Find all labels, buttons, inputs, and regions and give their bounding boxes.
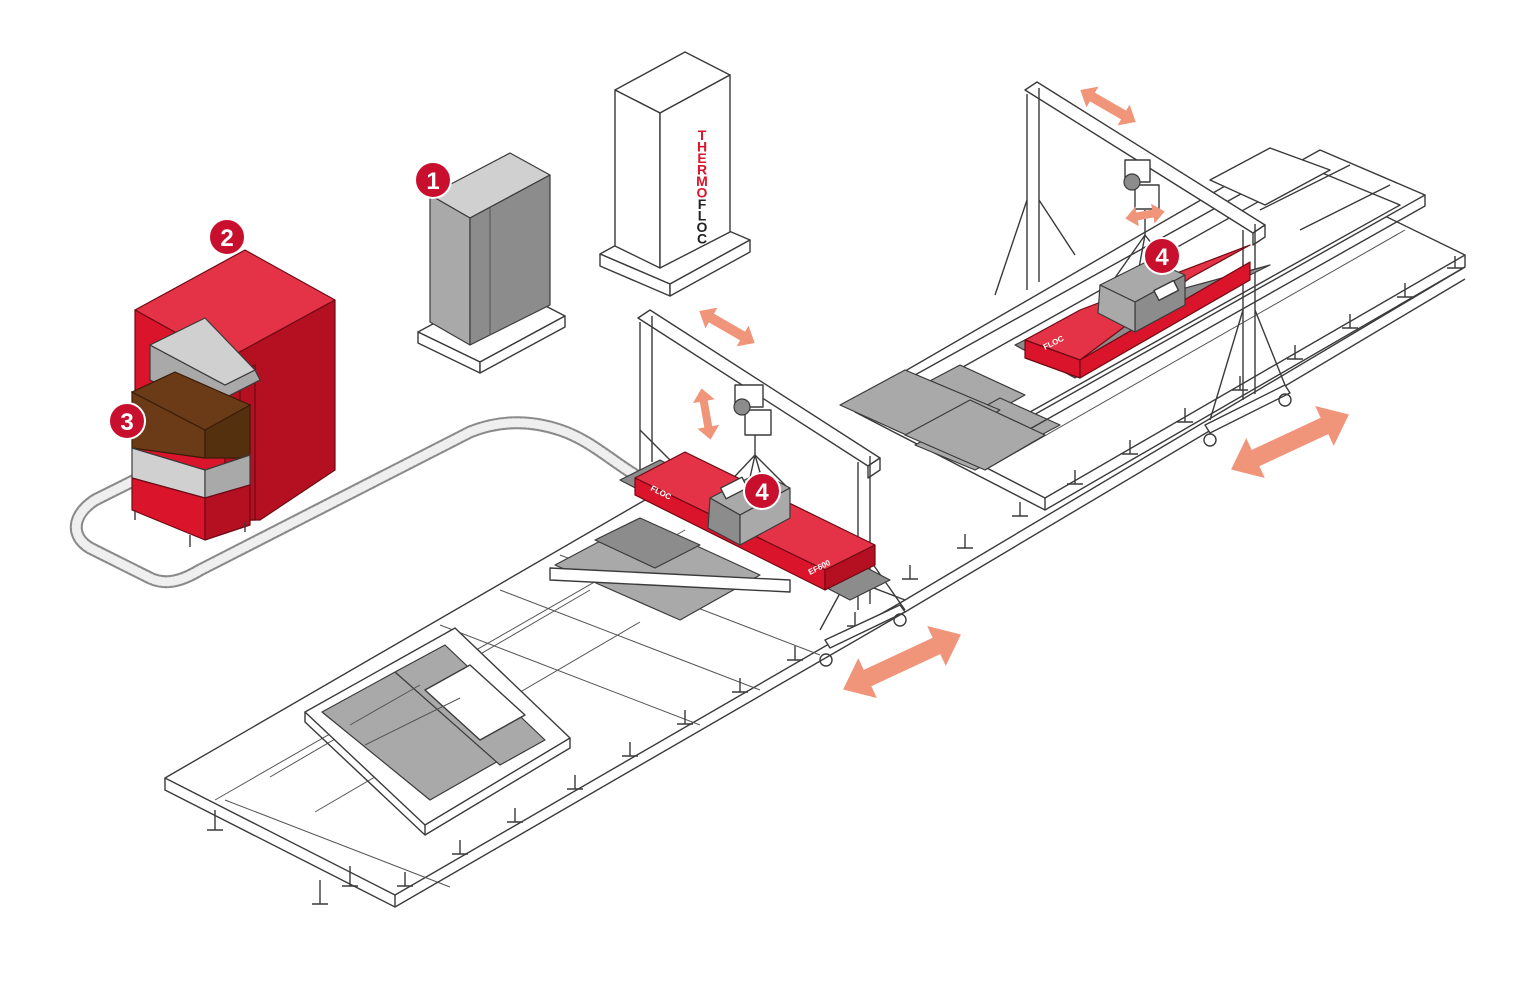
arrow-front-hoist xyxy=(692,388,720,440)
wall-element-left xyxy=(304,369,1046,836)
marker-label: 1 xyxy=(426,168,439,195)
control-cabinet xyxy=(417,152,566,374)
brand-letter: T xyxy=(698,127,707,143)
support-feet-right xyxy=(902,256,1463,580)
brand-letter: R xyxy=(697,162,707,178)
gantry-crane-back xyxy=(994,81,1292,447)
brand-letter: E xyxy=(697,150,706,166)
marker-label: 2 xyxy=(220,225,233,252)
brand-letter: O xyxy=(697,185,708,201)
support-feet xyxy=(207,612,863,905)
brand-letter: M xyxy=(696,173,708,189)
marker-2: 2 xyxy=(208,218,246,256)
marker-4-front: 4 xyxy=(743,472,781,510)
arrow-back-hoist xyxy=(1125,203,1165,227)
arrow-front-beam xyxy=(699,307,755,347)
arrow-back-travel xyxy=(1231,406,1349,478)
machine-label: EF xyxy=(1229,258,1242,271)
brand-letter: O xyxy=(697,219,708,235)
brand-letter: C xyxy=(697,231,707,247)
movement-arrows xyxy=(692,86,1349,698)
marker-3: 3 xyxy=(108,402,146,440)
marker-4-back: 4 xyxy=(1143,237,1181,275)
marker-label: 3 xyxy=(120,409,133,436)
marker-label: 4 xyxy=(755,479,769,506)
brand-letter: F xyxy=(698,196,707,212)
blowing-machine xyxy=(130,249,336,547)
arrow-back-beam xyxy=(1080,86,1136,126)
arrow-front-travel xyxy=(843,626,961,698)
brand-letter: H xyxy=(697,139,707,155)
blowing-hose xyxy=(69,416,647,589)
marker-1: 1 xyxy=(414,161,452,199)
brand-letter: L xyxy=(698,208,707,224)
marker-label: 4 xyxy=(1155,244,1169,271)
